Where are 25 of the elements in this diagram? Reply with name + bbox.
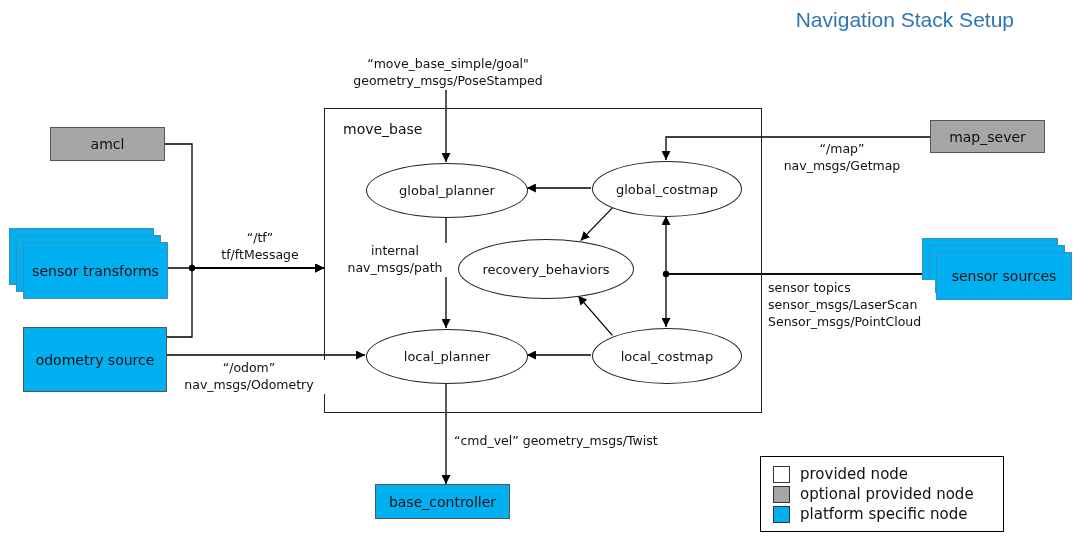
process-ellipse: local_costmap: [592, 328, 742, 384]
diagram-title: Navigation Stack Setup: [795, 8, 1014, 32]
process-ellipse: global_planner: [366, 163, 528, 218]
arrow: [526, 350, 592, 360]
container-title: move_base: [343, 121, 423, 137]
process-box: amcl: [50, 127, 165, 161]
legend-label: provided node: [800, 465, 909, 483]
arrow: [661, 273, 923, 328]
edge-label: sensor topics sensor_msgs/LaserScan Sensor_msgs/PointCloud: [766, 280, 935, 331]
process-ellipse: global_costmap: [592, 161, 742, 217]
process-ellipse: local_planner: [366, 329, 528, 384]
process-box: base_controller: [375, 484, 510, 519]
arrow: [441, 382, 451, 485]
arrow: [441, 87, 451, 163]
process-box: odometry source: [23, 327, 167, 392]
arrow: [661, 136, 931, 161]
process-box: map_sever: [930, 120, 1045, 153]
legend-label: platform specific node: [800, 505, 968, 523]
arrow: [526, 183, 592, 193]
legend-label: optional provided node: [800, 485, 974, 503]
process-ellipse: recovery_behaviors: [458, 239, 634, 299]
arrow: [577, 295, 613, 337]
container-box: [324, 108, 762, 413]
arrow: [166, 263, 325, 338]
arrow: [166, 350, 366, 360]
